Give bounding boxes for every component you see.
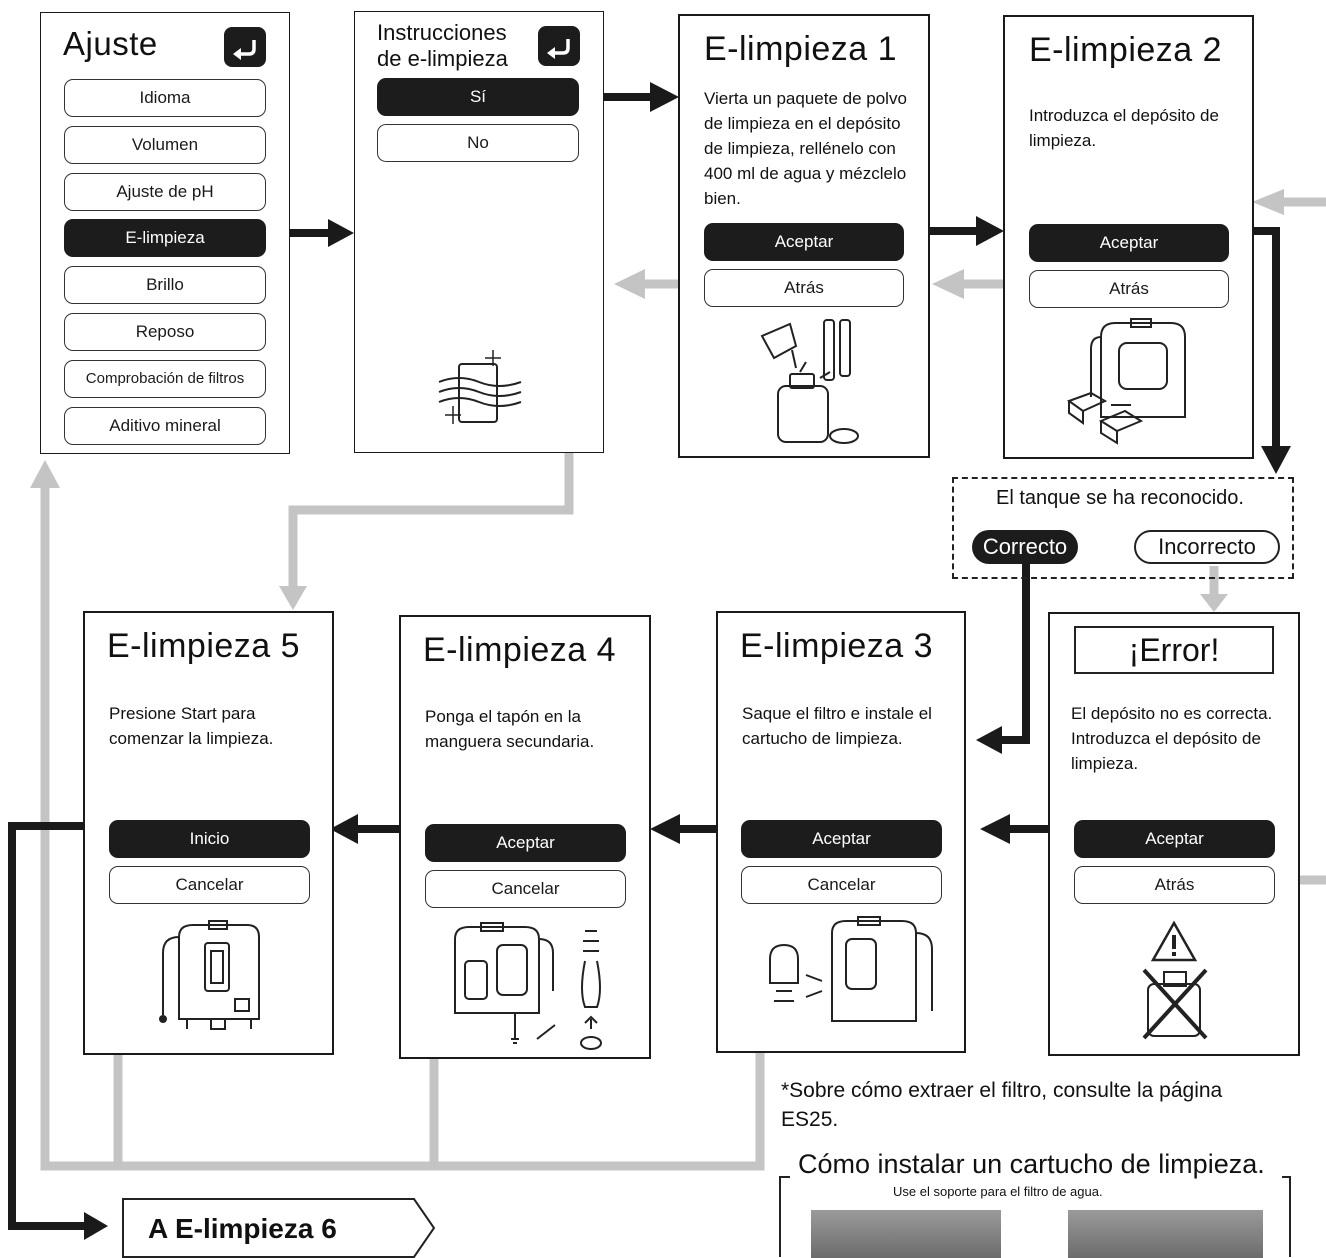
left-arrowhead [976, 726, 1002, 754]
step5-cancel-button[interactable]: Cancelar [109, 866, 310, 904]
step3-cancel-button[interactable]: Cancelar [741, 866, 942, 904]
sparkle-clean-icon [438, 350, 522, 424]
settings-item[interactable]: Ajuste de pH [64, 172, 266, 211]
install-subtitle: Use el soporte para el filtro de agua. [893, 1184, 1103, 1199]
right-arrowhead [328, 219, 354, 247]
recognition-text: El tanque se ha reconocido. [996, 487, 1244, 509]
step2-ok-button[interactable]: Aceptar [1029, 224, 1229, 262]
settings-item[interactable]: Brillo [64, 266, 266, 305]
settings-item[interactable]: Volumen [64, 125, 266, 164]
return-icon[interactable] [538, 26, 580, 66]
step5-title: E-limpieza 5 [107, 627, 301, 665]
back-arrowhead [614, 269, 645, 299]
settings-item[interactable]: Idioma [64, 79, 266, 117]
error-back-button[interactable]: Atrás [1074, 866, 1275, 904]
instructions-screen: Instrucciones de e-limpieza Sí No [354, 11, 604, 453]
left-arrowhead [980, 814, 1010, 844]
step3-screen: E-limpieza 3 Saque el filtro e instale e… [716, 611, 966, 1053]
settings-title: Ajuste [63, 25, 158, 62]
filter-note: *Sobre cómo extraer el filtro, consulte … [781, 1079, 1223, 1131]
back-arrowhead [932, 269, 964, 299]
back-arrowhead [1252, 189, 1284, 215]
step3-title: E-limpieza 3 [740, 627, 934, 665]
step1-back-button[interactable]: Atrás [704, 269, 904, 307]
wrong-tank-icon [1142, 968, 1208, 1040]
insert-tank-illustration [1066, 318, 1186, 445]
right-arrowhead [84, 1212, 108, 1240]
install-frame [779, 1176, 1291, 1257]
no-button[interactable]: No [377, 124, 579, 162]
up-arrowhead [30, 460, 60, 488]
pour-powder-illustration [760, 319, 859, 444]
instructions-title-line2: de e-limpieza [377, 46, 508, 71]
settings-item[interactable]: E-limpieza [64, 219, 266, 258]
install-photo-1 [811, 1210, 1001, 1258]
goto-step6-tag[interactable] [122, 1198, 438, 1258]
return-icon[interactable] [224, 27, 266, 67]
goto-step6-label: A E-limpieza 6 [148, 1213, 337, 1244]
install-photo-2 [1068, 1210, 1263, 1258]
water-ionizer-illustration [159, 920, 260, 1030]
error-text: El depósito no es correcta.Introduzca el… [1071, 704, 1273, 773]
cap-hose-illustration [454, 922, 602, 1050]
down-arrowhead [1261, 446, 1291, 474]
down-arrowhead [279, 586, 307, 610]
step3-ok-button[interactable]: Aceptar [741, 820, 942, 858]
error-title: ¡Error! [1074, 626, 1274, 674]
install-cartridge-illustration [769, 916, 933, 1022]
install-title: Cómo instalar un cartucho de limpieza. [798, 1149, 1265, 1179]
left-arrowhead [650, 814, 680, 844]
settings-item[interactable]: Aditivo mineral [64, 406, 266, 445]
right-arrowhead [976, 216, 1004, 246]
step2-title: E-limpieza 2 [1029, 31, 1223, 69]
correct-badge: Correcto [972, 530, 1078, 564]
step4-ok-button[interactable]: Aceptar [425, 824, 626, 862]
instructions-title-line1: Instrucciones [377, 20, 507, 45]
left-arrowhead [330, 814, 358, 844]
correct-connector [998, 564, 1030, 744]
down-arrowhead [1200, 594, 1228, 612]
recognition-box [952, 477, 1294, 579]
yes-button[interactable]: Sí [377, 78, 579, 116]
settings-item[interactable]: Comprobación de filtros [64, 359, 266, 398]
step1-title: E-limpieza 1 [704, 30, 898, 68]
right-arrowhead [650, 82, 679, 112]
settings-item[interactable]: Reposo [64, 313, 266, 351]
step4-title: E-limpieza 4 [423, 631, 617, 669]
warning-icon [1150, 920, 1198, 962]
incorrect-badge: Incorrecto [1134, 530, 1280, 564]
step2-back-button[interactable]: Atrás [1029, 270, 1229, 308]
step4-cancel-button[interactable]: Cancelar [425, 870, 626, 908]
step1-ok-button[interactable]: Aceptar [704, 223, 904, 261]
error-ok-button[interactable]: Aceptar [1074, 820, 1275, 858]
start-connector [8, 822, 108, 1230]
start-button[interactable]: Inicio [109, 820, 310, 858]
